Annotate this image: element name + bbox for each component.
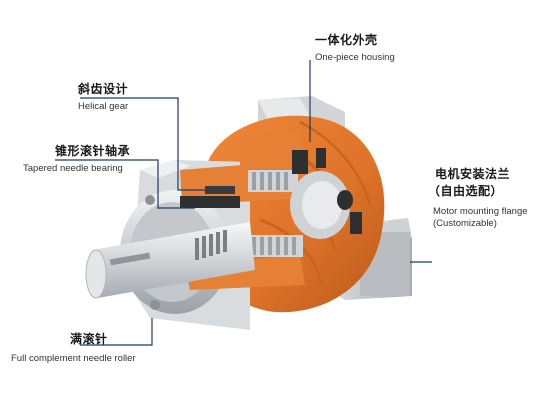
output-shaft [85,222,255,299]
leader-lines [55,60,432,346]
label-helical-gear-cn: 斜齿设计 [78,82,129,96]
label-motor-flange-en2: (Customizable) [433,218,497,229]
label-tapered-bearing-cn: 锥形滚针轴承 [55,144,131,158]
label-motor-flange-en: Motor mounting flange [433,206,528,217]
needle-rollers [195,230,227,260]
label-full-complement-cn: 满滚针 [70,332,108,346]
housing-cutaway-upper [180,132,310,205]
label-helical-gear-en: Helical gear [78,101,129,112]
label-full-complement-en: Full complement needle roller [11,353,136,364]
label-motor-flange-cn2: （自由选配） [428,184,504,198]
label-motor-flange-cn: 电机安装法兰 [435,167,511,181]
label-one-piece-housing-cn: 一体化外壳 [315,33,378,47]
inner-bore [290,171,353,239]
label-one-piece-housing-en: One-piece housing [315,52,395,63]
label-tapered-bearing-en: Tapered needle bearing [23,163,123,174]
